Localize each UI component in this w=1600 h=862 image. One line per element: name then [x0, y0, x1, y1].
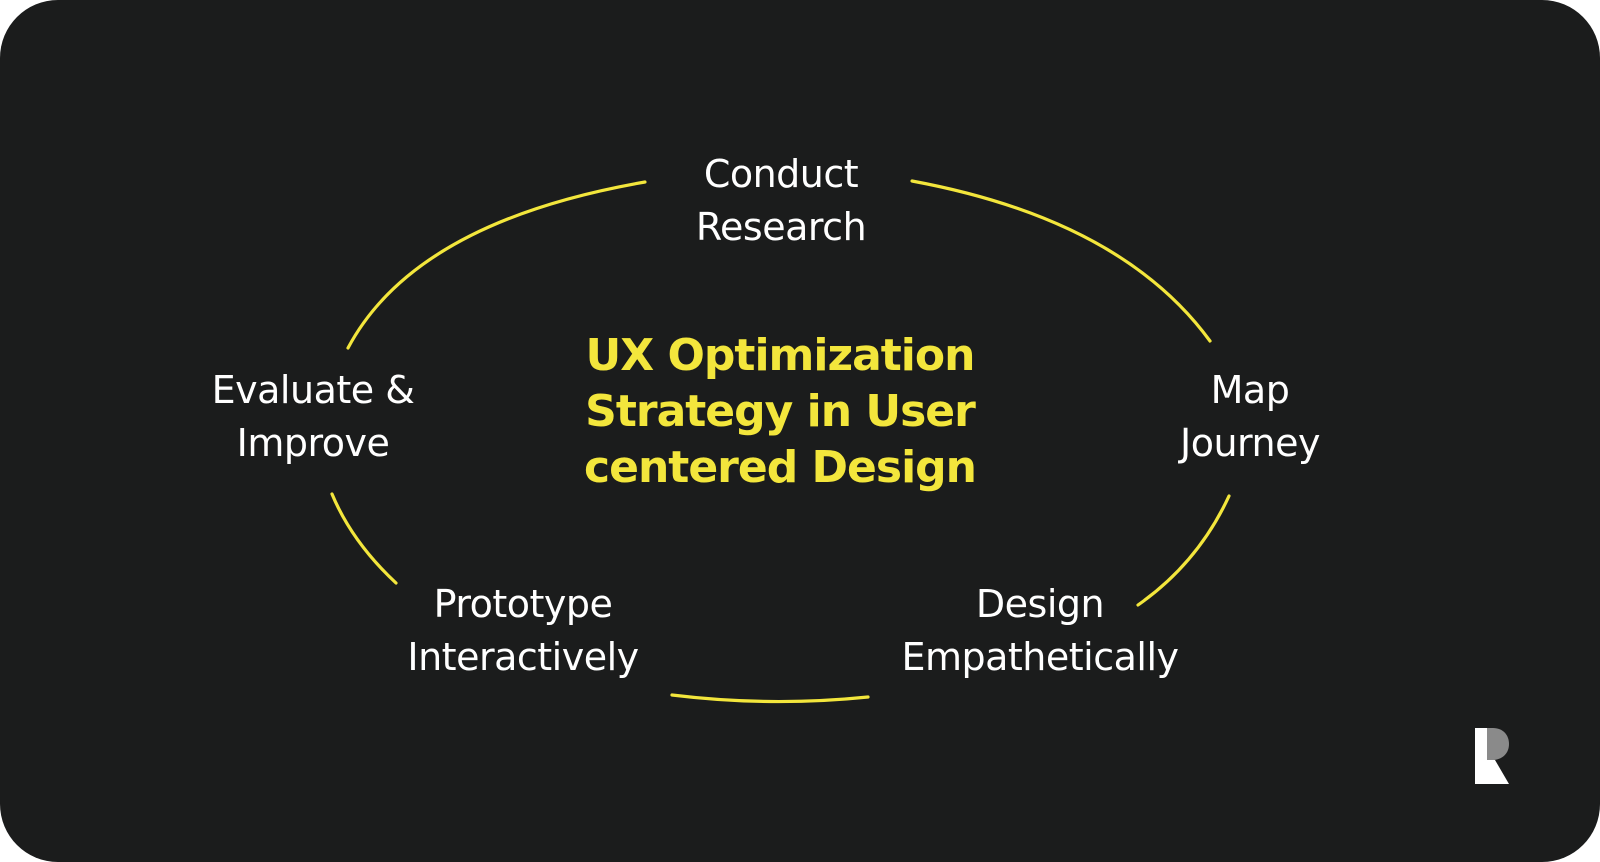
logo-leg — [1487, 760, 1509, 784]
step-map-journey: Map Journey — [1080, 364, 1420, 470]
center-title-line-2: Strategy in User — [585, 386, 976, 437]
center-title-line-3: centered Design — [584, 442, 977, 493]
logo-bowl — [1487, 728, 1509, 760]
logo-stem — [1475, 728, 1487, 784]
step-label-line-1: Evaluate & — [211, 368, 415, 412]
step-label-line-1: Prototype — [433, 582, 613, 626]
step-label-line-2: Research — [695, 205, 867, 249]
arc-design-to-prototype — [670, 693, 870, 704]
step-design-empathetically: Design Empathetically — [870, 578, 1210, 684]
step-label-line-2: Interactively — [407, 635, 639, 679]
step-label-line-1: Conduct — [703, 152, 859, 196]
step-label-line-2: Improve — [236, 421, 390, 465]
step-label-line-2: Empathetically — [901, 635, 1179, 679]
step-prototype-interactively: Prototype Interactively — [353, 578, 693, 684]
arc-prototype-to-evaluate — [330, 492, 398, 585]
arc-conduct-to-map — [910, 179, 1212, 343]
step-evaluate-improve: Evaluate & Improve — [143, 364, 483, 470]
step-conduct-research: Conduct Research — [611, 148, 951, 254]
step-label-line-2: Journey — [1180, 421, 1320, 465]
arc-map-to-design — [1136, 494, 1231, 607]
arc-evaluate-to-conduct — [346, 180, 647, 350]
center-title-line-1: UX Optimization — [585, 330, 976, 381]
step-label-line-1: Map — [1210, 368, 1290, 412]
step-label-line-1: Design — [975, 582, 1105, 626]
center-title: UX Optimization Strategy in User centere… — [480, 328, 1080, 496]
r-logo-icon: R — [1475, 728, 1509, 784]
